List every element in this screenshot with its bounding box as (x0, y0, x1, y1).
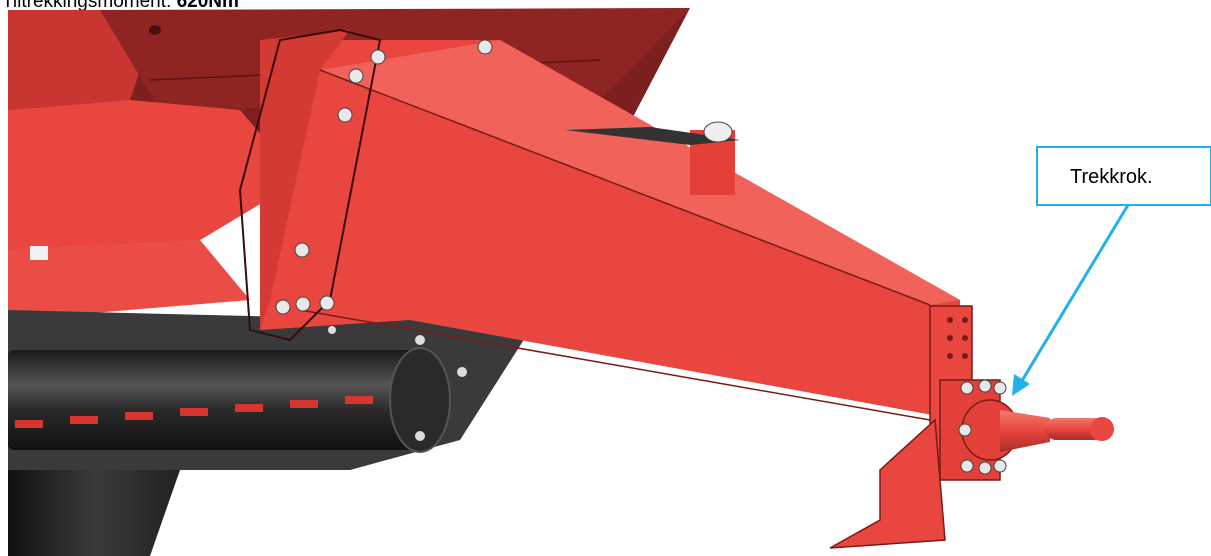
callout-box: Trekkrok. (1036, 146, 1211, 206)
callout-label: Trekkrok. (1070, 166, 1153, 188)
hitch-plate (829, 305, 1001, 549)
torque-label: Tiltrekkingsmoment: (2, 0, 177, 12)
torque-caption: Tiltrekkingsmoment: 620Nm (2, 0, 239, 13)
drawbar-beam (238, 28, 960, 421)
tow-hook (958, 379, 1114, 475)
roller-assembly (8, 310, 530, 556)
callout-arrow (1012, 204, 1130, 396)
torque-value: 620Nm (176, 0, 239, 12)
